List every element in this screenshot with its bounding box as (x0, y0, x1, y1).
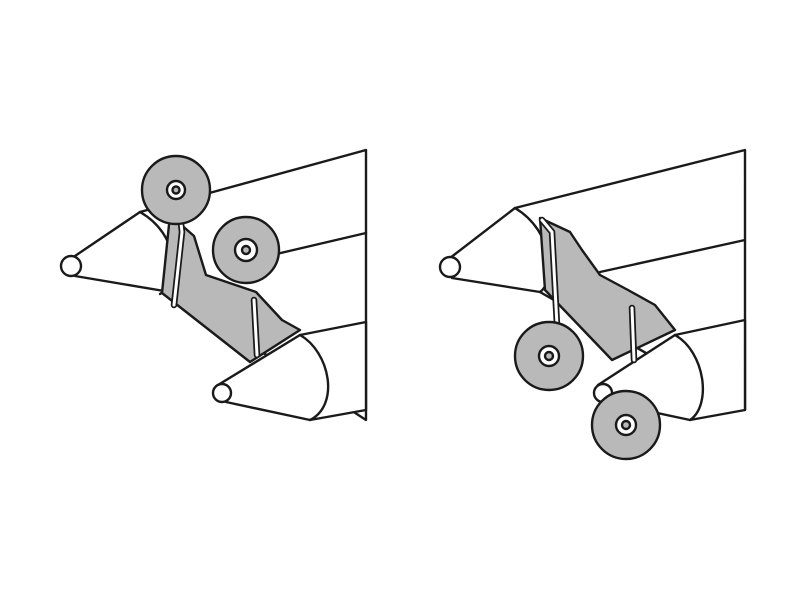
transom-bracket-right (538, 216, 677, 362)
panel-wheels-lowered (438, 148, 747, 461)
wheel-right-upper (513, 320, 585, 392)
tube-tip-left-lower (211, 382, 233, 404)
lower-tube-left (211, 320, 368, 422)
wheel-right-lower (590, 389, 662, 461)
tube-tip-right-upper (438, 255, 462, 279)
panel-wheels-raised (59, 148, 368, 422)
wheel-left-lower (211, 215, 281, 285)
wheel-left-upper (140, 154, 212, 226)
tube-tip-left-upper (59, 254, 83, 278)
